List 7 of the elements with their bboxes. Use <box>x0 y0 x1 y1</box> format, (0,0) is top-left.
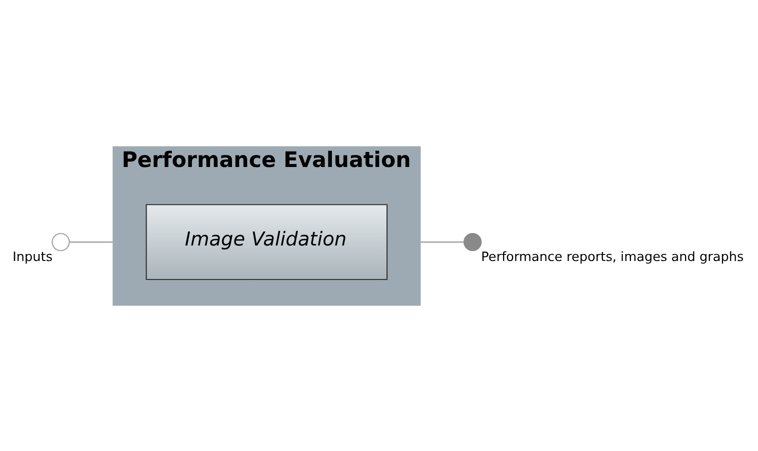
node-label: Performance reports, images and graphs <box>481 249 744 264</box>
node-box: Image Validation <box>146 204 388 280</box>
connector <box>70 240 114 242</box>
node-circle <box>464 232 482 251</box>
connector <box>420 240 464 242</box>
node-circle <box>52 232 70 251</box>
node-label: Inputs <box>12 249 53 264</box>
